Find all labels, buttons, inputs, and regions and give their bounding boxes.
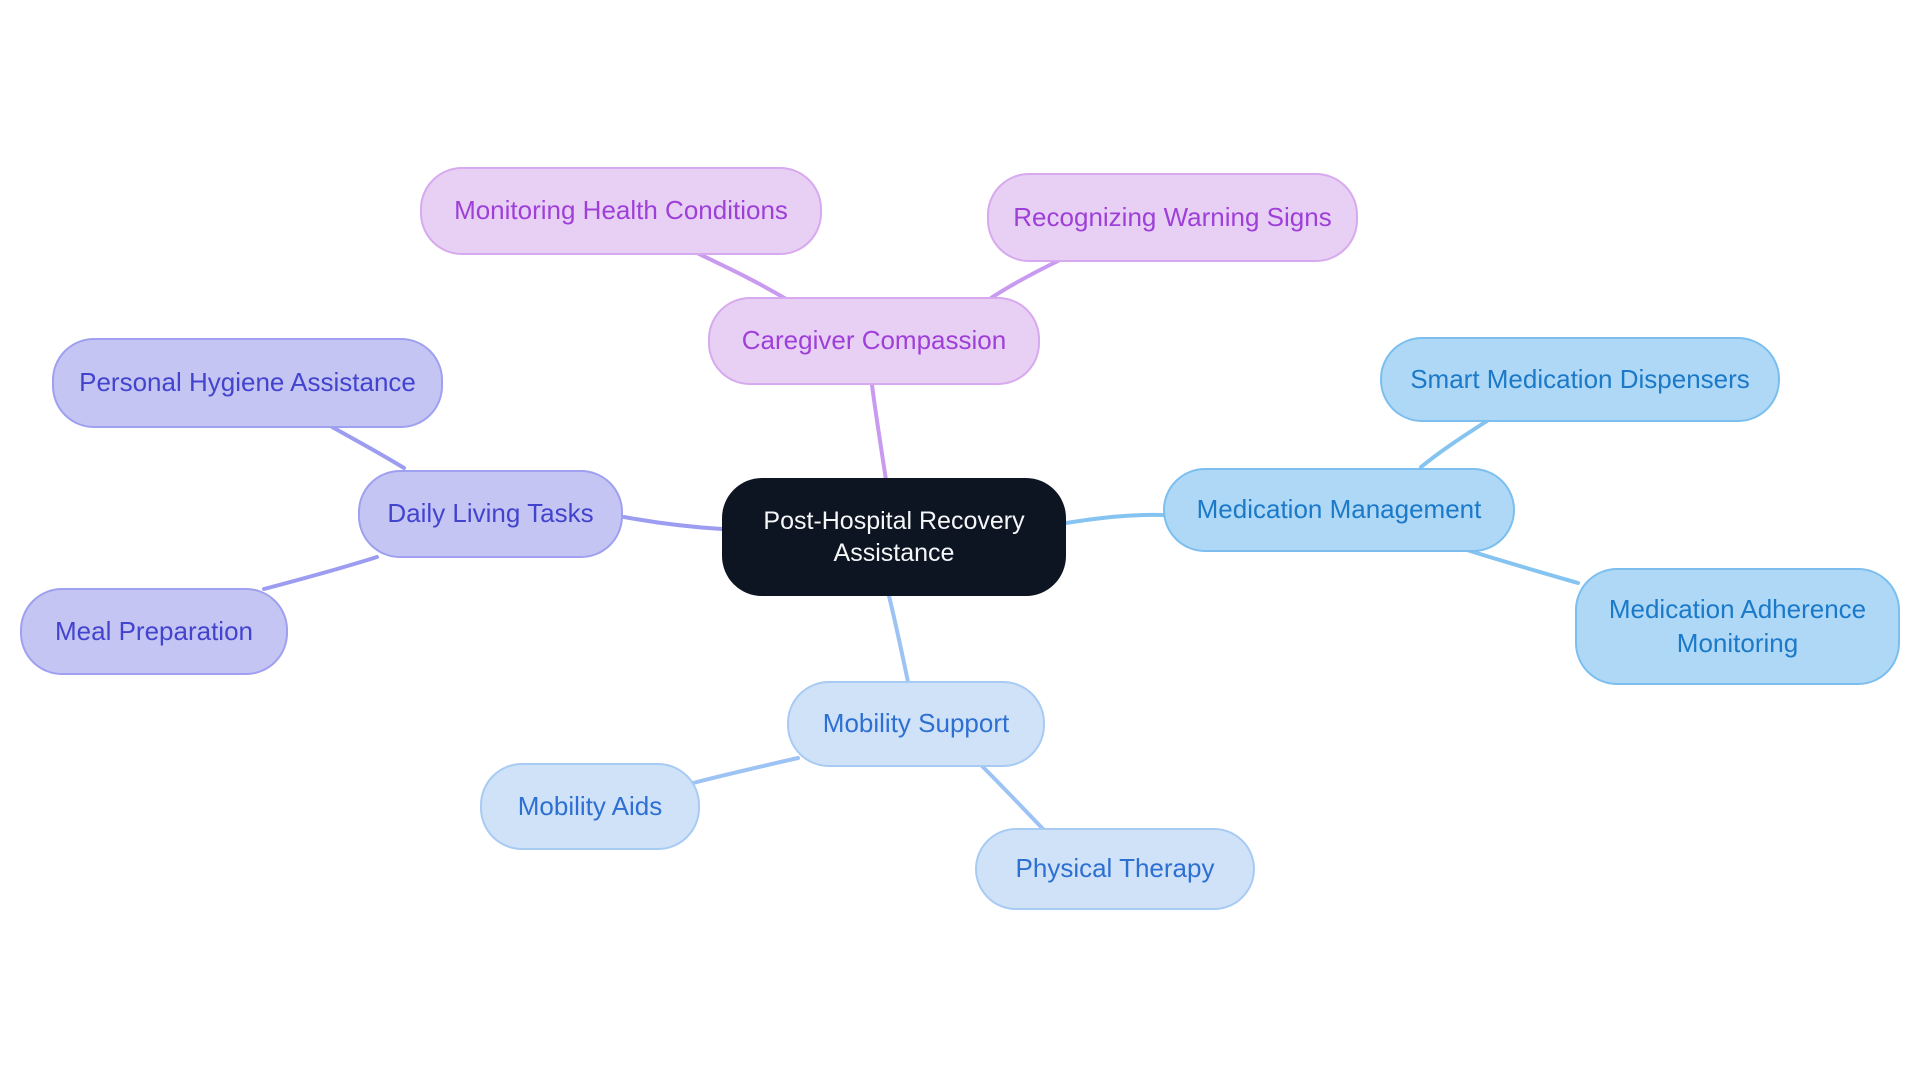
- node-label: Medication Management: [1196, 494, 1482, 525]
- edge-caregiver-monitoring-health-conditions: [695, 251, 788, 301]
- node-label: Meal Preparation: [55, 615, 253, 646]
- node-branch-mobility-support[interactable]: Mobility Support: [787, 681, 1045, 767]
- node-child-personal-hygiene-assistance[interactable]: Personal Hygiene Assistance: [52, 338, 443, 428]
- node-central-post-hospital-recovery-assistance[interactable]: Post-Hospital Recovery Assistance: [722, 478, 1066, 596]
- node-child-medication-adherence-monitoring[interactable]: Medication Adherence Monitoring: [1575, 568, 1900, 685]
- edge-medication-medication-adherence-monitoring: [1465, 548, 1580, 585]
- node-label: Smart Medication Dispensers: [1410, 363, 1750, 394]
- node-label: Monitoring Health Conditions: [454, 195, 788, 226]
- edge-medication-smart-medication-dispensers: [1419, 417, 1492, 469]
- node-label: Mobility Support: [822, 708, 1010, 739]
- node-child-smart-medication-dispensers[interactable]: Smart Medication Dispensers: [1380, 337, 1780, 422]
- node-label: Mobility Aids: [517, 790, 663, 821]
- edge-mobility-mobility-aids: [691, 756, 800, 785]
- node-child-physical-therapy[interactable]: Physical Therapy: [975, 828, 1255, 910]
- node-label: Physical Therapy: [1015, 853, 1215, 884]
- node-branch-caregiver-compassion[interactable]: Caregiver Compassion: [708, 297, 1040, 385]
- edge-center-medication-management: [1064, 512, 1166, 525]
- node-label: Medication Adherence Monitoring: [1608, 593, 1867, 658]
- node-child-monitoring-health-conditions[interactable]: Monitoring Health Conditions: [420, 167, 822, 255]
- node-label: Post-Hospital Recovery Assistance: [763, 506, 1025, 568]
- edge-mobility-physical-therapy: [976, 760, 1045, 831]
- edge-center-caregiver-compassion: [870, 383, 888, 482]
- node-branch-daily-living-tasks[interactable]: Daily Living Tasks: [358, 470, 623, 558]
- node-label: Daily Living Tasks: [387, 498, 594, 529]
- edge-daily-meal-preparation: [262, 555, 379, 591]
- node-label: Recognizing Warning Signs: [1013, 201, 1332, 232]
- node-child-mobility-aids[interactable]: Mobility Aids: [480, 763, 700, 850]
- node-label: Personal Hygiene Assistance: [79, 367, 416, 398]
- node-branch-medication-management[interactable]: Medication Management: [1163, 468, 1515, 552]
- edge-daily-personal-hygiene-assistance: [325, 422, 406, 470]
- node-child-meal-preparation[interactable]: Meal Preparation: [20, 588, 288, 675]
- node-child-recognizing-warning-signs[interactable]: Recognizing Warning Signs: [987, 173, 1358, 262]
- node-label: Caregiver Compassion: [741, 325, 1007, 356]
- edge-caregiver-recognizing-warning-signs: [986, 257, 1064, 302]
- edge-center-daily-living-tasks: [622, 515, 724, 531]
- edge-center-mobility-support: [887, 594, 910, 684]
